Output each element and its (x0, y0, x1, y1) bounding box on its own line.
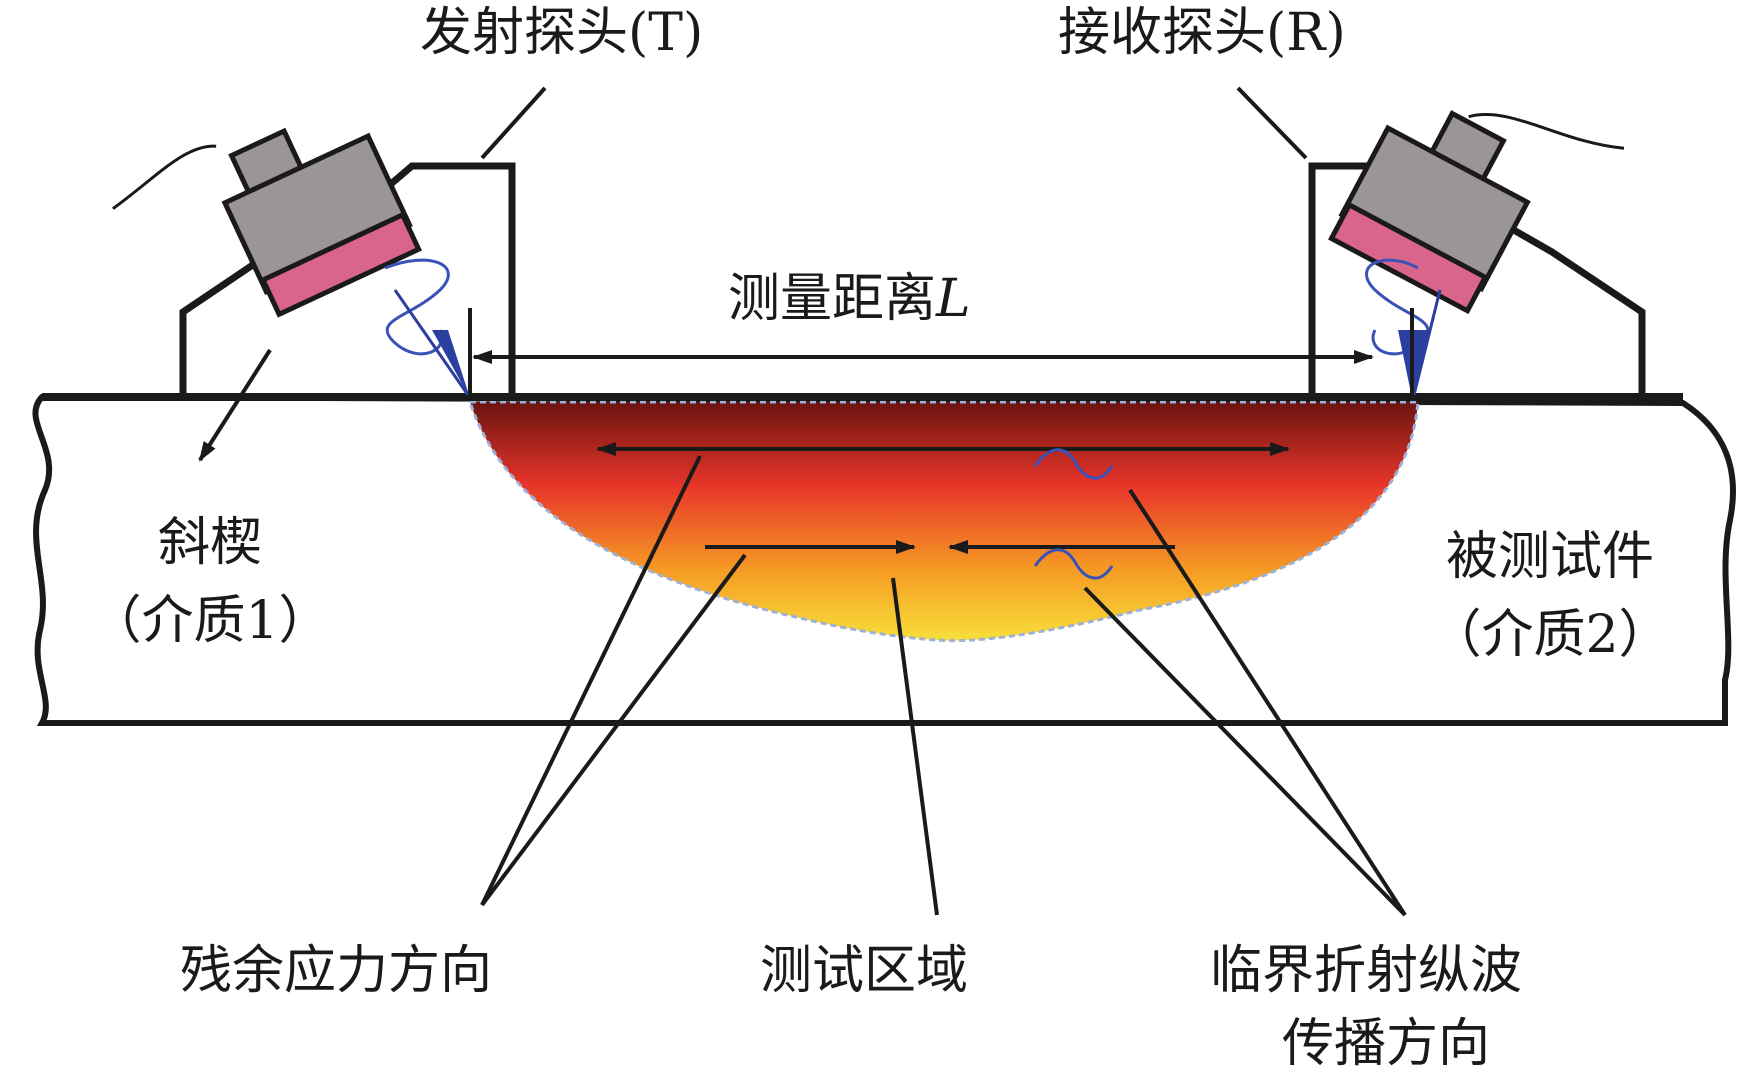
label-specimen-name: 被测试件 (1445, 527, 1654, 587)
leader-zone (891, 577, 939, 916)
label-lcr-line2: 传播方向 (1282, 1014, 1491, 1074)
label-test-zone: 测试区域 (760, 941, 969, 1001)
receive-probe-icon (1328, 110, 1625, 315)
label-distance-text: 测量距离 (728, 269, 937, 329)
transmit-probe-face (259, 211, 422, 318)
leader-stress-2 (480, 553, 747, 907)
transmit-beam-arrowhead (432, 330, 470, 398)
lcr-wave-lower (1033, 548, 1114, 580)
label-lcr-line1: 临界折射纵波 (1210, 941, 1523, 1001)
transmit-probe-cable (112, 144, 217, 210)
label-transmit-probe: 发射探头(T) (420, 3, 704, 63)
transmit-probe-icon (112, 127, 422, 318)
label-residual-stress-direction: 残余应力方向 (180, 941, 493, 1001)
receive-probe-cable (1468, 112, 1625, 150)
label-measurement-distance: 测量距离L (728, 268, 971, 330)
transmit-beam (384, 258, 470, 398)
test-zone-region (467, 400, 1420, 643)
label-wedge-name: 斜楔 (157, 513, 262, 573)
label-receive-probe: 接收探头(R) (1058, 3, 1346, 63)
leader-transmit (480, 86, 547, 160)
leader-lcr-2 (1083, 586, 1407, 917)
label-wedge-medium: （介质1） (89, 591, 331, 651)
lcr-wave-upper (1033, 448, 1114, 480)
leader-stress-1 (480, 455, 702, 906)
leader-lcr-1 (1128, 488, 1407, 917)
label-specimen-medium: （介质2） (1429, 605, 1671, 665)
label-distance-symbol: L (936, 269, 971, 329)
leader-wedge (198, 348, 272, 462)
leader-receive (1236, 86, 1308, 160)
receive-probe-face (1328, 201, 1489, 315)
